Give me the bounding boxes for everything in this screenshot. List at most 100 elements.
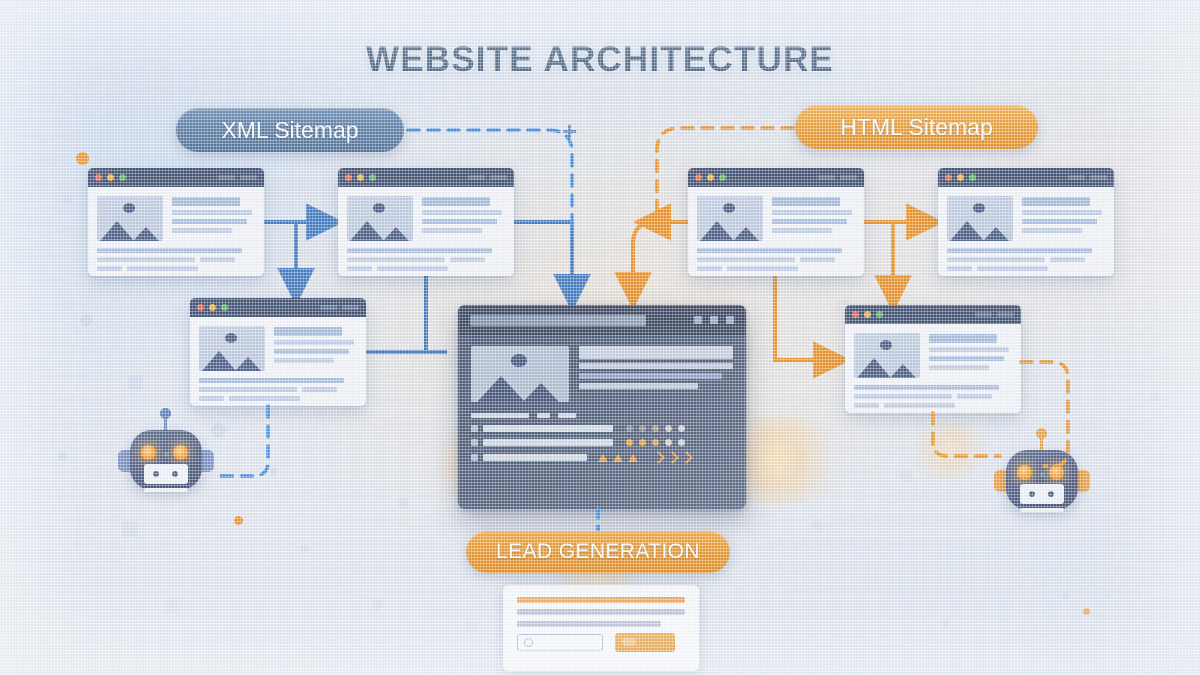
wire-right-into-hub <box>614 220 656 310</box>
form-email-input[interactable] <box>517 634 603 651</box>
traffic-light-green-icon <box>369 174 376 181</box>
hub-text-lines <box>579 346 733 402</box>
label-html-sitemap[interactable]: HTML Sitemap <box>795 105 1038 149</box>
titlebar-button <box>218 175 235 180</box>
card-text-lines <box>772 196 855 241</box>
page-card-mid-left[interactable] <box>190 298 366 406</box>
xml-sitemap-text: XML Sitemap <box>221 116 359 143</box>
card-image-placeholder-icon <box>854 333 920 378</box>
hub-image-placeholder-icon <box>471 346 569 402</box>
traffic-light-yellow-icon <box>357 174 364 181</box>
dashed-html-sitemap-to-hub <box>655 126 795 214</box>
form-text-line <box>517 621 662 627</box>
card-body <box>88 187 264 276</box>
titlebar-button <box>840 175 857 180</box>
card-titlebar <box>688 168 864 187</box>
traffic-light-red-icon <box>95 174 102 181</box>
card-image-placeholder-icon <box>199 326 265 371</box>
card-text-lines <box>274 326 357 371</box>
card-titlebar <box>88 168 264 187</box>
robot-mouth-icon <box>1020 508 1064 512</box>
titlebar-button <box>818 175 835 180</box>
plus-symbol-icon: + <box>562 116 578 146</box>
traffic-light-green-icon <box>221 304 228 311</box>
dashed-midright-to-bot-right <box>931 411 1002 458</box>
card-titlebar-buttons <box>975 312 1014 317</box>
dashed-midright-loop-to-bot-right <box>1019 360 1070 468</box>
card-titlebar-buttons <box>320 305 359 310</box>
card-text-lines <box>172 196 255 241</box>
traffic-light-yellow-icon <box>707 174 714 181</box>
card-body <box>338 187 514 276</box>
hub-window-controls[interactable] <box>694 316 734 324</box>
robot-antenna-icon <box>164 412 167 434</box>
traffic-light-green-icon <box>969 174 976 181</box>
dashed-xml-sitemap-to-hub <box>406 128 574 232</box>
card-bottom-lines <box>947 248 1105 271</box>
card-body <box>845 324 1021 413</box>
lead-generation-text: LEAD GENERATION <box>496 540 700 563</box>
robot-face-panel <box>1020 484 1064 504</box>
card-body <box>190 317 366 406</box>
traffic-light-green-icon <box>119 174 126 181</box>
titlebar-button <box>240 175 257 180</box>
hub-control-square[interactable] <box>694 316 702 324</box>
label-xml-sitemap[interactable]: XML Sitemap <box>176 108 404 152</box>
user-circle-icon <box>524 638 533 647</box>
card-text-lines <box>422 196 505 241</box>
traffic-light-yellow-icon <box>957 174 964 181</box>
card-bottom-lines <box>697 248 855 271</box>
html-sitemap-text: HTML Sitemap <box>840 113 993 140</box>
titlebar-button <box>997 312 1014 317</box>
card-body <box>688 187 864 276</box>
hub-address-bar[interactable] <box>470 314 646 326</box>
traffic-light-red-icon <box>695 174 702 181</box>
robot-eye-left-icon <box>1017 465 1032 480</box>
titlebar-button <box>490 175 507 180</box>
card-titlebar-buttons <box>218 175 257 180</box>
robot-ear-right-icon <box>1074 470 1090 492</box>
dashed-midleft-to-bot-left <box>212 404 270 478</box>
card-image-placeholder-icon <box>97 196 163 241</box>
traffic-light-yellow-icon <box>209 304 216 311</box>
triangle-up-icon <box>598 453 608 462</box>
titlebar-button <box>1090 175 1107 180</box>
titlebar-button <box>468 175 485 180</box>
card-titlebar <box>338 168 514 187</box>
robot-antenna-ball-icon <box>1036 428 1047 439</box>
hub-control-square[interactable] <box>726 316 734 324</box>
card-bottom-lines <box>97 248 255 271</box>
traffic-light-red-icon <box>852 311 859 318</box>
robot-panel-dot <box>1029 491 1035 497</box>
traffic-light-yellow-icon <box>864 311 871 318</box>
robot-sensor-icon <box>1040 472 1045 477</box>
triangle-up-icon <box>628 453 638 462</box>
titlebar-button <box>975 312 992 317</box>
row-status-dots <box>626 425 685 432</box>
card-titlebar <box>938 168 1114 187</box>
form-submit-button[interactable] <box>615 633 675 652</box>
triangle-up-icon <box>613 453 623 462</box>
page-card-top-right-1[interactable] <box>688 168 864 276</box>
card-bottom-lines <box>347 248 505 271</box>
card-titlebar-buttons <box>468 175 507 180</box>
card-bottom-lines <box>199 378 357 401</box>
page-card-mid-right[interactable] <box>845 305 1021 413</box>
card-text-lines <box>1022 196 1105 241</box>
hub-control-square[interactable] <box>710 316 718 324</box>
card-titlebar <box>190 298 366 317</box>
titlebar-button <box>320 305 337 310</box>
page-card-top-left-2[interactable] <box>338 168 514 276</box>
card-titlebar-buttons <box>818 175 857 180</box>
wire-right1-to-midright <box>773 276 851 379</box>
card-image-placeholder-icon <box>947 196 1013 241</box>
row-trend-icons <box>598 451 693 464</box>
robot-antenna-ball-icon <box>160 408 171 419</box>
hub-divider-segments <box>471 413 733 418</box>
page-card-top-left-1[interactable] <box>88 168 264 276</box>
page-card-top-right-2[interactable] <box>938 168 1114 276</box>
label-lead-generation[interactable]: LEAD GENERATION <box>466 531 730 573</box>
card-image-placeholder-icon <box>347 196 413 241</box>
traffic-light-red-icon <box>945 174 952 181</box>
